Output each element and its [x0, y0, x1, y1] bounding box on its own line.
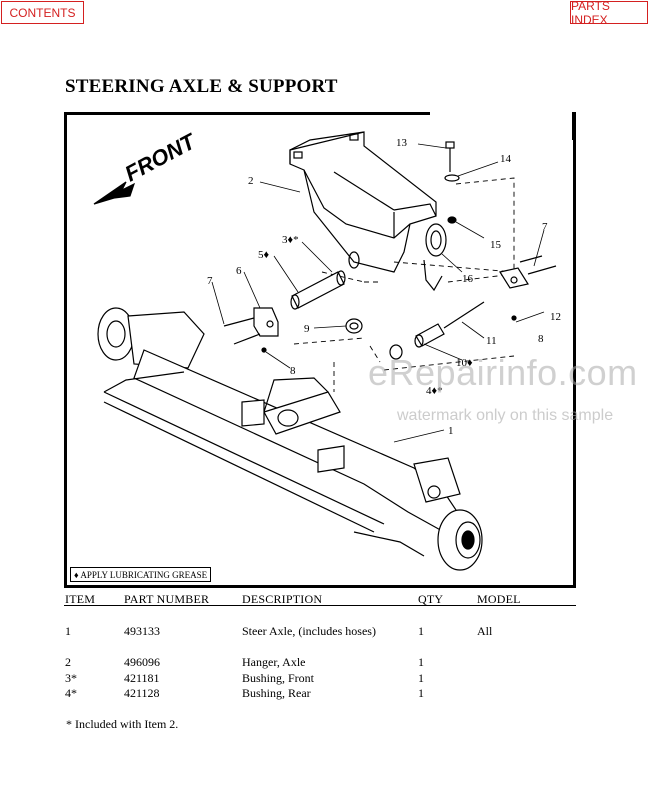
callout-7-left: 7 — [207, 275, 213, 287]
steer-axle-part — [97, 307, 483, 571]
header-qty: QTY — [418, 592, 444, 606]
callout-6: 6 — [236, 265, 242, 277]
table-cell: 1 — [418, 671, 424, 685]
callout-4: 4♦* — [426, 385, 443, 397]
diagram-frame — [64, 112, 576, 588]
callout-9: 9 — [304, 323, 310, 335]
page-title: STEERING AXLE & SUPPORT — [65, 76, 338, 97]
callout-8-left: 8 — [290, 365, 296, 377]
table-cell: Bushing, Rear — [242, 686, 311, 700]
table-cell: All — [477, 624, 493, 638]
callout-15: 15 — [490, 239, 502, 251]
callout-13: 13 — [396, 137, 408, 149]
watermark-main: eRepairinfo.com — [368, 352, 638, 393]
right-bracket-part — [499, 255, 557, 321]
exploded-parts-diagram: FRONT — [93, 128, 561, 571]
front-label: FRONT — [121, 128, 201, 186]
table-cell: 1 — [65, 624, 71, 638]
parts-index-button[interactable]: PARTS INDEX — [570, 0, 648, 27]
watermark-sub: watermark only on this sample — [397, 407, 614, 424]
table-cell: Bushing, Front — [242, 671, 315, 685]
header-description: DESCRIPTION — [242, 592, 323, 606]
header-rule — [64, 605, 576, 606]
contents-button[interactable]: CONTENTS — [1, 1, 84, 24]
table-cell: 4* — [65, 686, 77, 700]
grease-legend: ♦ APPLY LUBRICATING GREASE — [70, 567, 212, 582]
table-cell: 1 — [418, 624, 424, 638]
header-model: MODEL — [477, 592, 521, 606]
table-cell: 2 — [65, 655, 71, 669]
table-cell: 493133 — [124, 624, 160, 638]
callout-10: 10♦ — [456, 357, 473, 369]
callout-14: 14 — [500, 153, 512, 165]
front-bushing-part — [290, 251, 360, 310]
callout-12: 12 — [550, 311, 561, 323]
table-cell: 1 — [418, 655, 424, 669]
table-cell: 421128 — [124, 686, 160, 700]
table-cell: 3* — [65, 671, 77, 685]
table-cell: 496096 — [124, 655, 160, 669]
footnote: * Included with Item 2. — [66, 717, 179, 731]
table-cell: 1 — [418, 686, 424, 700]
front-arrow-icon: FRONT — [93, 128, 201, 205]
header-item: ITEM — [65, 592, 96, 606]
callout-7-right: 7 — [542, 221, 548, 233]
axle-hanger-part — [289, 131, 447, 292]
callout-1: 1 — [448, 425, 454, 437]
table-cell: Hanger, Axle — [242, 655, 306, 669]
rear-bushing-part — [389, 301, 485, 360]
callout-8-right: 8 — [538, 333, 544, 345]
table-cell: 421181 — [124, 671, 160, 685]
callout-3: 3♦* — [282, 234, 299, 246]
callout-11: 11 — [486, 335, 497, 347]
header-part-number: PART NUMBER — [124, 592, 210, 606]
callout-16: 16 — [462, 273, 474, 285]
callout-2: 2 — [248, 175, 254, 187]
left-bracket-part — [223, 307, 279, 353]
callout-5: 5♦ — [258, 249, 270, 261]
table-cell: Steer Axle, (includes hoses) — [242, 624, 376, 638]
